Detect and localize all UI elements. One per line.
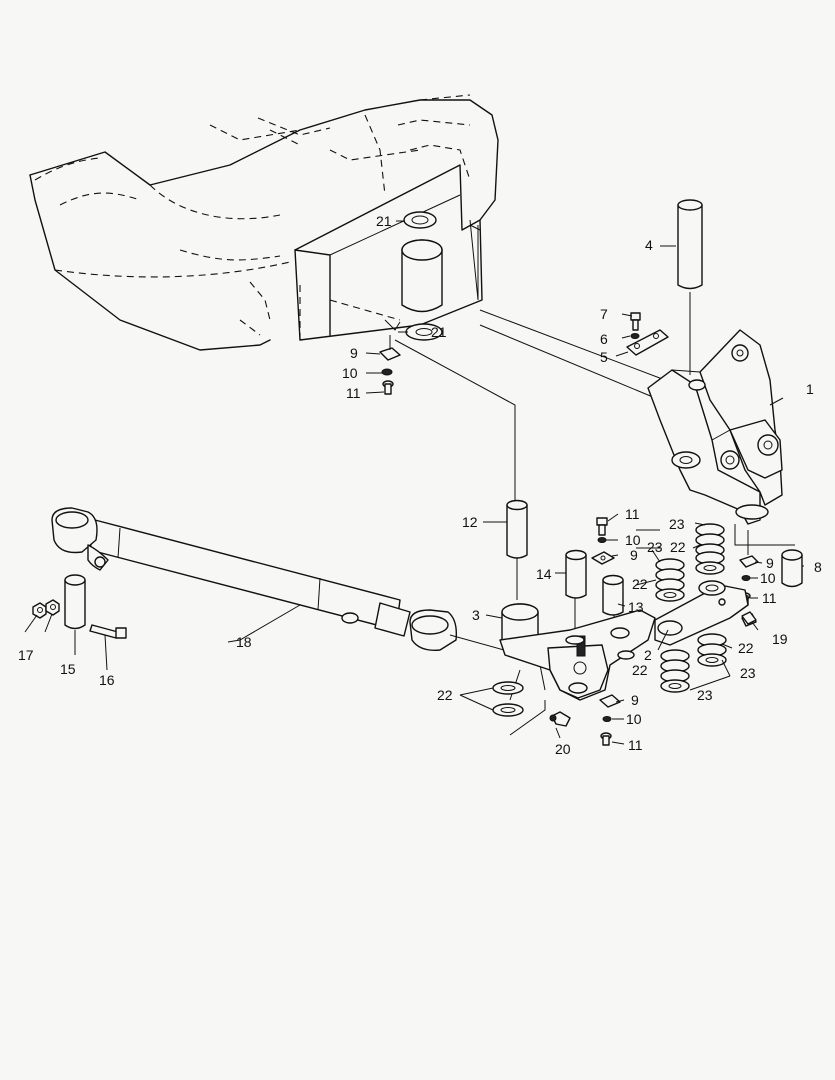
callout-2: 2 bbox=[644, 647, 652, 663]
callout-10-right: 10 bbox=[760, 570, 776, 586]
assembly-lines bbox=[389, 335, 615, 736]
callout-10-middle: 10 bbox=[625, 532, 641, 548]
drag-link bbox=[469, 224, 666, 401]
callout-10-lower: 10 bbox=[626, 711, 642, 727]
steering-arm bbox=[499, 603, 656, 701]
callout-9-middle: 9 bbox=[630, 547, 638, 563]
lock-plate-assembly bbox=[626, 312, 669, 356]
callout-20: 20 bbox=[555, 741, 571, 757]
washer-stacks bbox=[492, 523, 727, 717]
callout-4: 4 bbox=[645, 237, 653, 253]
callout-18: 18 bbox=[236, 634, 252, 650]
callout-9-right: 9 bbox=[766, 555, 774, 571]
callout-23-right: 23 bbox=[740, 665, 756, 681]
callout-22-upper-left: 22 bbox=[632, 576, 648, 592]
callout-6: 6 bbox=[600, 331, 608, 347]
callout-9-upper: 9 bbox=[350, 345, 358, 361]
washer-stack-upper-left bbox=[655, 558, 685, 602]
grease-fittings bbox=[549, 611, 757, 727]
callout-14: 14 bbox=[536, 566, 552, 582]
callout-21-lower: 21 bbox=[431, 324, 447, 340]
pin-12 bbox=[506, 499, 528, 559]
callout-7: 7 bbox=[600, 306, 608, 322]
pin-8 bbox=[781, 549, 803, 588]
kingpin bbox=[677, 199, 703, 375]
callout-11-right: 11 bbox=[762, 590, 777, 606]
callout-10-upper: 10 bbox=[342, 365, 358, 381]
callout-1: 1 bbox=[806, 381, 814, 397]
callout-23-left: 23 bbox=[647, 539, 663, 555]
steering-cylinder bbox=[32, 507, 541, 661]
washer-stack-upper-right bbox=[695, 523, 725, 575]
callout-labels: 1 2 3 4 5 6 7 8 9 9 9 9 10 10 10 10 11 1… bbox=[18, 213, 822, 757]
callout-12: 12 bbox=[462, 514, 478, 530]
frame-chassis-outline bbox=[29, 94, 499, 351]
washer-stack-lower-left bbox=[660, 649, 690, 693]
callout-16: 16 bbox=[99, 672, 115, 688]
callout-9-lower: 9 bbox=[631, 692, 639, 708]
fastener-group-lower bbox=[599, 694, 621, 746]
washer-pair-left bbox=[492, 681, 524, 717]
knuckle-bracket bbox=[647, 329, 783, 525]
leader-lines bbox=[24, 220, 804, 745]
callout-8: 8 bbox=[814, 559, 822, 575]
fastener-group-upper bbox=[379, 347, 401, 395]
callout-11-upper: 11 bbox=[346, 385, 361, 401]
callout-22-lower-left: 22 bbox=[632, 662, 648, 678]
pin-13 bbox=[602, 574, 624, 616]
callout-15: 15 bbox=[60, 661, 76, 677]
pivot-bushing bbox=[384, 211, 443, 341]
callout-21-upper: 21 bbox=[376, 213, 392, 229]
fastener-group-middle bbox=[591, 517, 615, 565]
callout-11-lower: 11 bbox=[628, 737, 643, 753]
callout-5: 5 bbox=[600, 349, 608, 365]
callout-11-middle: 11 bbox=[625, 506, 640, 522]
callout-22-washers: 22 bbox=[437, 687, 453, 703]
callout-23-bottom: 23 bbox=[697, 687, 713, 703]
callout-22-right: 22 bbox=[738, 640, 754, 656]
callout-17: 17 bbox=[18, 647, 34, 663]
callout-19: 19 bbox=[772, 631, 788, 647]
callout-22-upper-center: 22 bbox=[670, 539, 686, 555]
callout-3: 3 bbox=[472, 607, 480, 623]
washer-stack-lower-right bbox=[697, 633, 727, 667]
callout-23-top: 23 bbox=[669, 516, 685, 532]
pin-14 bbox=[565, 549, 587, 599]
callout-13: 13 bbox=[628, 599, 644, 615]
